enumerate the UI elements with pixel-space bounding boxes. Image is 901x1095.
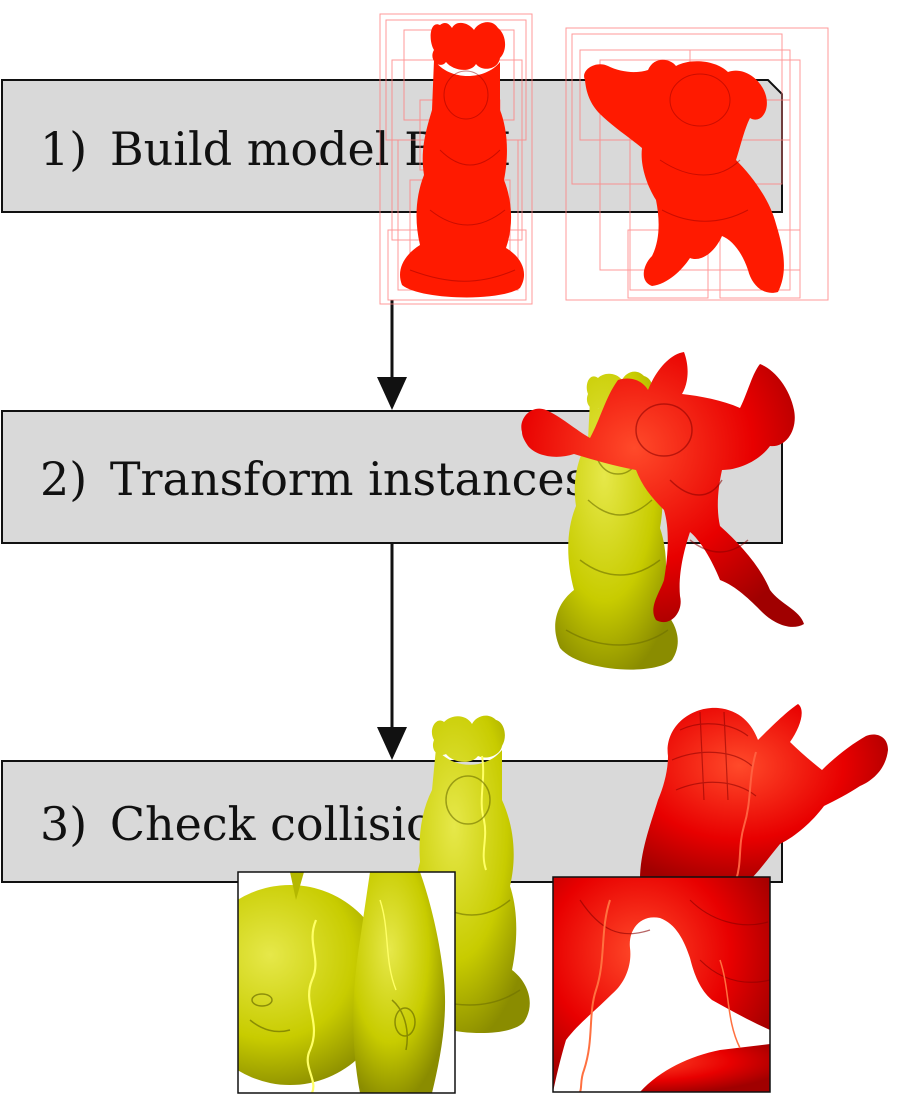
armadillo-collision-icon [640,704,888,881]
step-3-number: 3) [40,797,87,851]
step-2-label: Transform instances [110,452,588,506]
buddha-zoom-inset-icon [237,871,456,1094]
step-2-number: 2) [40,452,87,506]
step-1-number: 1) [40,122,87,176]
armadillo-zoom-inset-icon [552,876,771,1093]
buddha-bvh-icon [379,13,533,305]
step-2-text: 2) Transform instances [40,452,588,506]
armadillo-bvh-icon [565,27,829,301]
armadillo-transformed-icon [521,352,804,627]
